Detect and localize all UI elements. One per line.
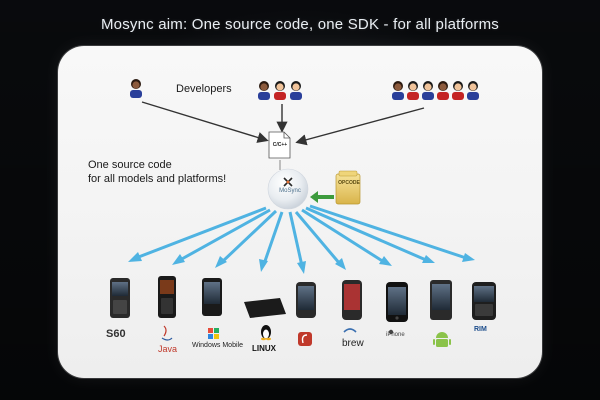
mosync-label: MoSync <box>279 188 301 194</box>
mosync-logo-icon <box>283 177 293 187</box>
android-robot-icon <box>433 332 451 347</box>
phone-iphone-icon <box>386 282 408 322</box>
one-source-text: One source code for all models and platf… <box>88 158 226 186</box>
opcode-to-mosync-arrow <box>310 191 334 203</box>
phone-java-icon <box>158 276 176 318</box>
opcode-file-icon <box>335 170 361 205</box>
platform-label-iphone: iPhone <box>386 332 405 338</box>
brew-logo-icon <box>343 328 357 333</box>
developer-group-center-icon <box>258 81 302 100</box>
platform-label-java: Java <box>158 344 178 354</box>
phone-android-icon <box>430 280 452 320</box>
blue-arrow-android <box>305 206 435 263</box>
phone-brew-icon <box>342 280 362 320</box>
java-logo-icon <box>161 325 173 341</box>
diagram-svg <box>110 79 496 347</box>
slide-panel: Developers One source code for all model… <box>58 46 542 378</box>
one-source-line-1: One source code <box>88 159 172 171</box>
blue-arrow-windows <box>215 209 278 268</box>
developers-label: Developers <box>176 83 232 95</box>
phone-flash-icon <box>296 282 316 318</box>
code-file-icon <box>268 131 291 159</box>
windows-logo-icon <box>208 328 219 339</box>
phone-linux-icon <box>244 298 286 318</box>
distribution-arrows <box>128 204 475 274</box>
phone-windows-icon <box>202 278 222 316</box>
code-file-label: C/C++ <box>272 142 288 148</box>
flash-logo-icon <box>298 332 312 346</box>
blue-arrow-s60 <box>128 206 267 262</box>
one-source-line-2: for all models and platforms! <box>88 173 227 185</box>
tux-penguin-icon <box>261 325 271 341</box>
platform-label-brew: brew <box>342 338 364 349</box>
blue-arrow-java <box>172 208 271 265</box>
phone-s60-icon <box>110 278 130 318</box>
slide-title: Mosync aim: One source code, one SDK - f… <box>100 16 500 33</box>
platform-label-s60: S60 <box>106 328 126 340</box>
blue-arrow-brew <box>294 211 346 270</box>
blue-arrow-linux <box>259 211 284 272</box>
platform-label-windows-mobile: Windows Mobile <box>192 342 243 349</box>
platform-label-rim: RIM <box>474 326 487 333</box>
blue-arrow-rim <box>309 204 475 262</box>
developer-group-right-icon <box>392 81 479 100</box>
arrow-right-to-code <box>295 107 425 146</box>
blue-arrow-iphone <box>301 208 392 266</box>
developer-left-icon <box>130 79 142 98</box>
arrow-left-to-code <box>141 101 269 143</box>
mosync-sphere-icon <box>267 168 309 210</box>
apple-logo-icon <box>388 329 394 335</box>
platform-label-linux: LINUX <box>252 344 276 353</box>
blue-arrow-flash <box>288 211 306 274</box>
phone-rim-icon <box>472 282 496 320</box>
opcode-label: OPCODE <box>338 180 360 186</box>
